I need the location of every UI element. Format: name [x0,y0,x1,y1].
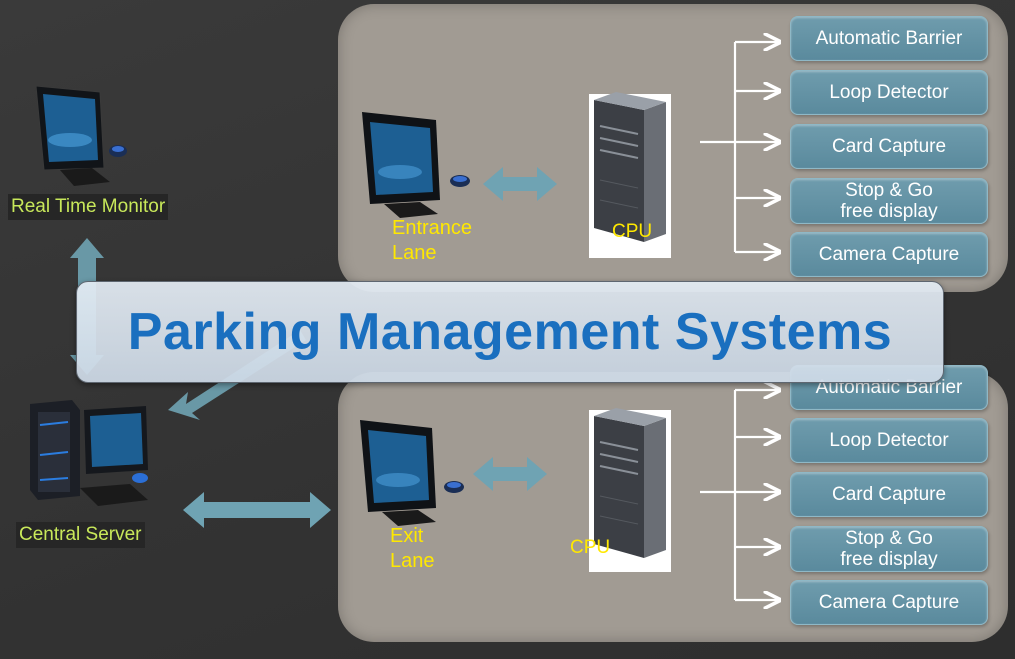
entrance-monitor-cpu-double-arrow [483,167,557,201]
entrance-card-capture-box: Card Capture [790,124,988,169]
exit-lane-label: Exit Lane [390,525,435,572]
entrance-cpu-tower-icon [589,92,671,258]
exit-card-capture-box: Card Capture [790,472,988,517]
title-banner: Parking Management Systems [76,281,944,383]
entrance-lane-label: Entrance Lane [392,217,473,264]
exit-cpu-tower-icon [589,408,671,572]
entrance-camera-capture-box: Camera Capture [790,232,988,277]
entrance-automatic-barrier-box: Automatic Barrier [790,16,988,61]
exit-camera-capture-box: Camera Capture [790,580,988,625]
exit-device-connectors [700,390,779,600]
entrance-device-connectors [700,42,779,252]
entrance-monitor-icon [362,112,470,218]
real-time-monitor-label: Real Time Monitor [8,194,169,220]
exit-monitor-cpu-double-arrow [473,457,547,491]
exit-stop-go-display-box: Stop & Go free display [790,526,988,572]
page-title: Parking Management Systems [127,303,893,361]
real-time-monitor-icon [35,85,127,186]
entrance-stop-go-display-box: Stop & Go free display [790,178,988,224]
exit-cpu-label: CPU [570,537,611,558]
server-exit-double-arrow [183,492,331,528]
central-server-icon [30,400,148,506]
entrance-loop-detector-box: Loop Detector [790,70,988,115]
exit-monitor-icon [360,420,464,526]
exit-loop-detector-box: Loop Detector [790,418,988,463]
central-server-label: Central Server [16,522,145,548]
entrance-cpu-label: CPU [612,221,653,242]
